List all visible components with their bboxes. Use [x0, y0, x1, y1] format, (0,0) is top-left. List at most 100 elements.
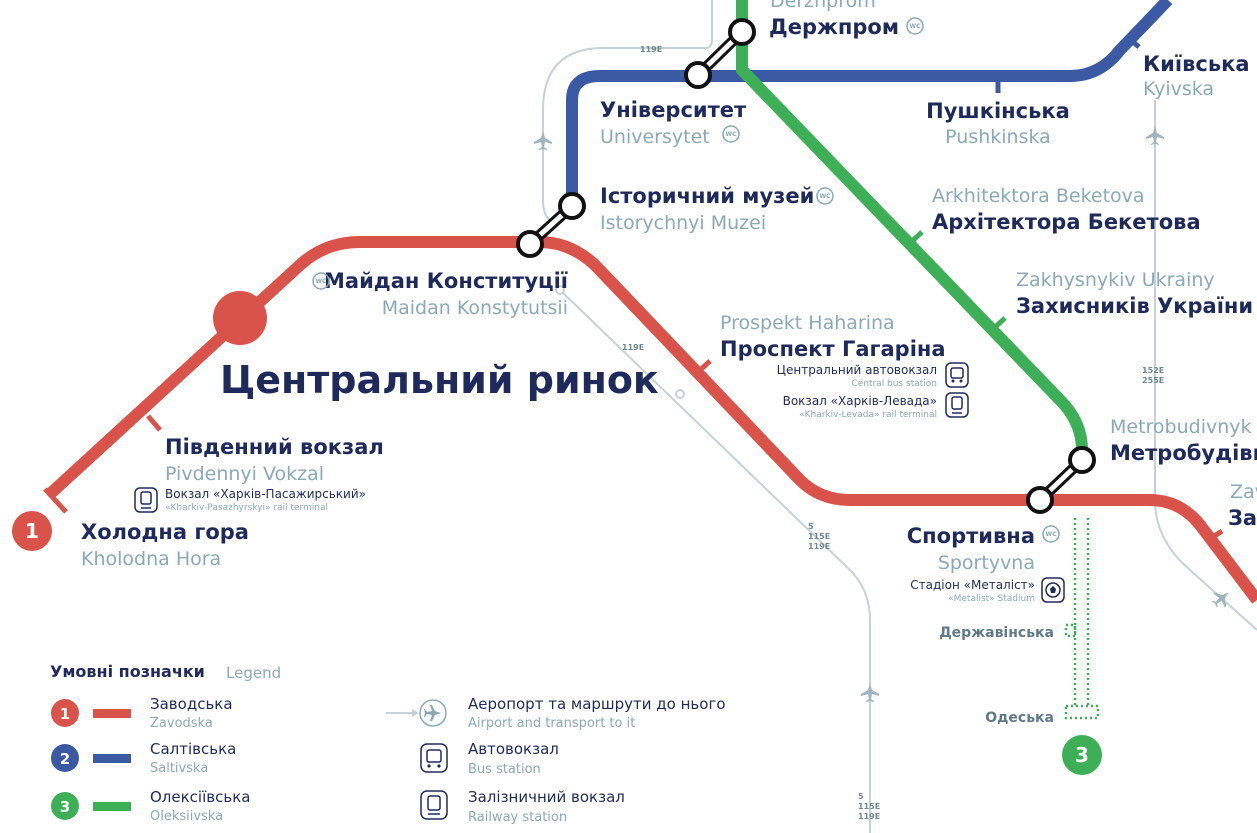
svg-text:Pivdennyi Vokzal: Pivdennyi Vokzal: [165, 463, 324, 485]
route-line-istorychnyi-connector: [542, 190, 551, 221]
svg-text:3: 3: [60, 798, 70, 816]
route-152e: 152E: [1142, 366, 1164, 375]
transfers: [213, 18, 1096, 514]
svg-text:Zav: Zav: [1230, 481, 1257, 503]
tick-haharina: [696, 359, 712, 374]
route-119e-a: 119E: [808, 542, 830, 551]
svg-text:Південний вокзал: Південний вокзал: [165, 435, 384, 459]
station-arkhitektora-beketova[interactable]: Arkhitektora Beketova Архітектора Бекето…: [932, 185, 1201, 234]
airplane-icon-4: [1211, 592, 1229, 608]
tick-zakhysnykiv: [991, 316, 1007, 331]
route-115e-a: 115E: [808, 532, 830, 541]
line-blue: [566, 0, 1173, 208]
transfer-derzhprom-universytet[interactable]: [684, 18, 756, 89]
svg-text:Istorychnyi Muzei: Istorychnyi Muzei: [600, 212, 766, 234]
tick-kholodna-end: [43, 487, 68, 514]
station-pushkinska[interactable]: Пушкінська Pushkinska: [926, 99, 1070, 148]
svg-text:1: 1: [60, 705, 70, 723]
station-zakhysnykiv-ukrainy[interactable]: Zakhysnykiv Ukrainy Захисників України: [1016, 269, 1253, 318]
svg-text:Saltivska: Saltivska: [150, 761, 208, 776]
svg-text:Стадіон «Металіст»: Стадіон «Металіст»: [910, 578, 1035, 592]
svg-text:Вокзал «Харків-Левада»: Вокзал «Харків-Левада»: [783, 394, 937, 408]
svg-text:Університет: Університет: [600, 98, 747, 122]
line-green-planned: [1064, 518, 1100, 720]
station-tsentralnyi-rynok[interactable]: Центральний ринок: [220, 358, 659, 402]
airplane-icon-2: [1146, 126, 1164, 145]
svg-text:За: За: [1228, 506, 1257, 530]
svg-text:WC: WC: [725, 131, 737, 138]
station-derzhavinska-planned[interactable]: Державінська: [939, 625, 1054, 641]
svg-text:Kholodna Hora: Kholodna Hora: [81, 548, 221, 570]
svg-text:Пушкінська: Пушкінська: [926, 99, 1070, 123]
wc-icon: WC: [816, 187, 834, 205]
svg-text:2: 2: [60, 750, 70, 768]
station-pivdennyi-vokzal[interactable]: Південний вокзал Pivdennyi Vokzal: [165, 435, 384, 485]
station-zavodska-edge[interactable]: Zav За: [1228, 481, 1257, 530]
svg-text:WC: WC: [1045, 531, 1057, 538]
airplane-icon: [424, 705, 441, 721]
svg-text:WC: WC: [909, 23, 921, 30]
wc-icon: WC: [906, 17, 924, 35]
svg-text:Архітектора Бекетова: Архітектора Бекетова: [932, 210, 1201, 234]
stadium-icon: [1041, 577, 1065, 603]
legend: Умовні позначки Legend 1 Заводська Zavod…: [50, 662, 726, 825]
legend-line-2: 2 Салтівська Saltivska: [51, 740, 236, 776]
svg-text:Arkhitektora Beketova: Arkhitektora Beketova: [932, 185, 1145, 207]
route-119e-top: 119E: [640, 45, 662, 54]
route-119e-mid: 119E: [622, 343, 644, 352]
transfer-metrobudivnykiv-sportyvna[interactable]: [1026, 446, 1096, 514]
poi-metalist[interactable]: Стадіон «Металіст» «Metalist» Stadium: [910, 578, 1035, 604]
route-255e: 255E: [1142, 376, 1164, 385]
station-metrobudivnykiv[interactable]: Metrobudivnyk Метробудівн: [1110, 416, 1257, 465]
svg-text:Railway station: Railway station: [468, 810, 567, 825]
station-maidan-konstytutsii[interactable]: Майдан Конституції Maidan Konstytutsii: [324, 269, 568, 319]
line-badge-red: 1: [12, 511, 52, 551]
route-115e-b: 115E: [858, 802, 880, 811]
tick-pivdennyi: [146, 414, 162, 432]
svg-text:Історичний музей: Історичний музей: [600, 184, 814, 208]
svg-text:Prospekt Haharina: Prospekt Haharina: [720, 312, 895, 334]
station-universytet[interactable]: Університет Universytet: [600, 98, 747, 148]
poi-levada[interactable]: Вокзал «Харків-Левада» «Kharkiv-Levada» …: [783, 394, 937, 420]
route-line-kyivska: [1154, 100, 1257, 631]
train-icon: [945, 392, 969, 418]
station-derzhprom[interactable]: Derzhprom Держпром: [769, 0, 899, 39]
station-odeska-planned[interactable]: Одеська: [985, 710, 1054, 726]
bus-icon: [420, 743, 448, 773]
wc-icon: WC: [1042, 525, 1060, 543]
station-rynok-marker[interactable]: [213, 291, 267, 345]
tick-beketova: [908, 230, 924, 245]
poi-central-bus[interactable]: Центральний автовокзал Central bus stati…: [777, 363, 937, 389]
svg-text:Oleksiivska: Oleksiivska: [150, 809, 223, 824]
svg-text:Київська: Київська: [1143, 52, 1250, 76]
station-kholodna-hora[interactable]: Холодна гора Kholodna Hora: [81, 520, 249, 570]
svg-text:Derzhprom: Derzhprom: [770, 0, 876, 12]
svg-text:WC: WC: [819, 193, 831, 200]
station-kyivska[interactable]: Київська Kyivska: [1143, 52, 1250, 100]
transfer-istorychnyi-maidan[interactable]: [516, 192, 586, 258]
route-5a: 5: [808, 522, 814, 531]
line-badge-green: 3: [1062, 735, 1102, 775]
legend-title-en: Legend: [226, 664, 281, 682]
route-119e-b: 119E: [858, 812, 880, 821]
airplane-icon-3: [861, 683, 879, 702]
poi-pasazhyrskyi[interactable]: Вокзал «Харків-Пасажирський» «Kharkiv-Pa…: [165, 487, 366, 513]
svg-text:Kyivska: Kyivska: [1143, 78, 1214, 100]
svg-text:Sportyvna: Sportyvna: [938, 552, 1035, 574]
legend-line-3: 3 Олексіївська Oleksiivska: [51, 788, 250, 824]
svg-text:Zavodska: Zavodska: [150, 716, 213, 731]
svg-text:«Metalist» Stadium: «Metalist» Stadium: [948, 594, 1035, 604]
station-istorychnyi-muzei[interactable]: Історичний музей Istorychnyi Muzei: [600, 184, 814, 234]
svg-text:Вокзал «Харків-Пасажирський»: Вокзал «Харків-Пасажирський»: [165, 487, 366, 501]
svg-text:«Kharkiv-Levada» rail terminal: «Kharkiv-Levada» rail terminal: [799, 410, 937, 420]
svg-text:1: 1: [25, 519, 39, 543]
svg-text:Центральний ринок: Центральний ринок: [220, 358, 659, 402]
svg-text:Проспект Гагаріна: Проспект Гагаріна: [720, 337, 946, 361]
svg-text:Pushkinska: Pushkinska: [945, 126, 1051, 148]
line-red: [45, 236, 1257, 604]
station-sportyvna[interactable]: Спортивна Sportyvna: [907, 524, 1035, 574]
station-prospekt-haharina[interactable]: Prospekt Haharina Проспект Гагаріна: [720, 312, 946, 361]
tick-kyivska: [1124, 34, 1141, 49]
svg-text:Bus station: Bus station: [468, 762, 541, 777]
